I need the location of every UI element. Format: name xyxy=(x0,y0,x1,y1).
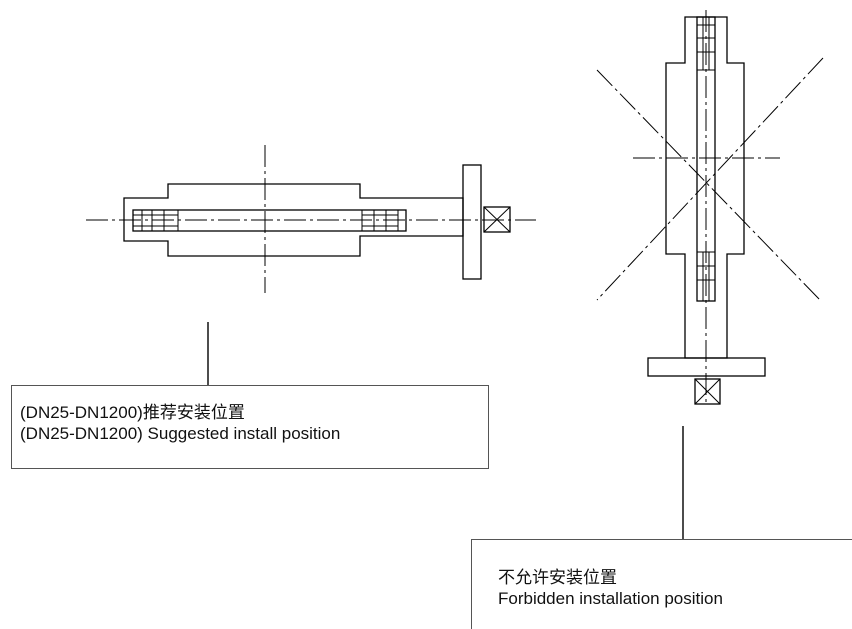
right-bearing xyxy=(361,210,399,231)
left-bearing xyxy=(133,210,179,231)
square-drive xyxy=(483,206,511,233)
vertical-flange-plate xyxy=(647,357,766,377)
suggested-position-label: (DN25-DN1200)推荐安装位置 (DN25-DN1200) Sugges… xyxy=(11,385,489,469)
forbidden-cross-line-2 xyxy=(596,57,824,301)
suggested-label-en: (DN25-DN1200) Suggested install position xyxy=(20,424,341,443)
vertical-valve-body-outline xyxy=(665,16,745,359)
forbidden-position-label: 不允许安装位置 Forbidden installation position xyxy=(471,539,852,629)
vertical-square-drive xyxy=(694,378,721,405)
top-bearing xyxy=(697,17,715,71)
flange-plate xyxy=(462,164,482,280)
forbidden-cross-line-1 xyxy=(596,69,821,301)
vertical-valve-drawing xyxy=(596,10,824,405)
suggested-label-cn: (DN25-DN1200)推荐安装位置 xyxy=(20,403,245,422)
forbidden-label-cn: 不允许安装位置 xyxy=(498,568,617,587)
valve-shaft xyxy=(132,209,407,232)
forbidden-label-en: Forbidden installation position xyxy=(498,589,723,608)
horizontal-valve-drawing xyxy=(86,145,536,293)
bottom-bearing xyxy=(697,251,715,302)
